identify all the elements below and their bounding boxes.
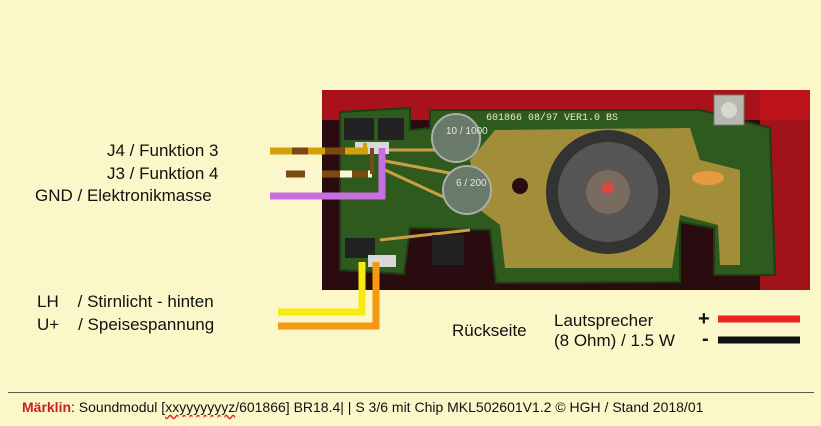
chip-1 — [432, 235, 464, 265]
label-j4: J4 / Funktion 3 — [107, 141, 219, 160]
footer-caption: Märklin: Soundmodul [xxyyyyyyyz/601866] … — [22, 399, 703, 415]
connector-bottom — [368, 255, 396, 267]
capacitor-2 — [442, 165, 492, 215]
footer-text-after: /601866] BR18.4| | S 3/6 mit Chip MKL502… — [235, 399, 704, 415]
label-minus: - — [702, 328, 709, 350]
chip-4 — [345, 238, 375, 258]
footer-code: xxyyyyyyyz — [165, 399, 236, 415]
label-plus: + — [698, 308, 710, 330]
chip-2 — [344, 118, 374, 140]
label-speaker-line1: Lautsprecher — [554, 311, 654, 330]
label-gnd: GND / Elektronikmasse — [35, 186, 212, 205]
capacitor-1-label: 10 / 1000 — [446, 126, 488, 137]
capacitor-2-label: 6 / 200 — [456, 178, 487, 189]
label-speaker-line2: (8 Ohm) / 1.5 W — [554, 331, 675, 350]
wire-lh — [278, 262, 366, 316]
pcb-photo: 10 / 1000 6 / 200 601866 08/97 VER1.0 BS — [322, 90, 810, 290]
label-lh: LH / Stirnlicht - hinten — [37, 292, 214, 311]
led — [692, 171, 724, 185]
mounting-hole — [512, 178, 528, 194]
footer-text-before: : Soundmodul [ — [71, 399, 166, 415]
wire-j4 — [270, 143, 368, 155]
footer-brand: Märklin — [22, 399, 72, 415]
footer-rule — [8, 392, 814, 393]
capacitor-1 — [431, 113, 481, 163]
label-j3: J3 / Funktion 4 — [107, 164, 219, 183]
wire-uplus — [278, 262, 380, 330]
label-uplus: U+ / Speisespannung — [37, 315, 215, 334]
push-button — [713, 94, 745, 126]
speaker-dot — [602, 182, 614, 194]
chip-3 — [378, 118, 404, 140]
wire-gnd — [270, 148, 386, 200]
copper-traces — [379, 148, 471, 242]
push-button-cap — [721, 102, 737, 118]
board-marking: 601866 08/97 VER1.0 BS — [486, 112, 618, 124]
wire-j3 — [270, 148, 374, 178]
label-rueckseite: Rückseite — [452, 321, 527, 340]
